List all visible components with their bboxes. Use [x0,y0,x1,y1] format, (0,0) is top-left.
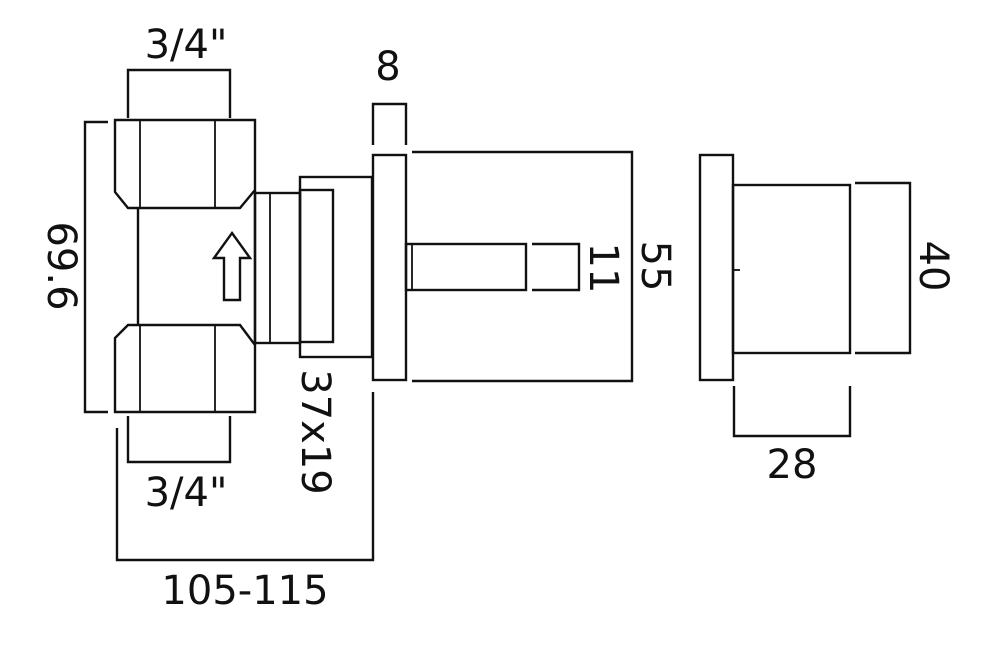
dim-plate-height: 55 [632,241,678,292]
dim-handle-depth: 28 [767,442,818,488]
flow-arrow-icon [211,230,253,302]
dim-total-depth: 105-115 [161,568,328,614]
dim-flange-thickness: 8 [375,44,400,90]
dim-valve-size: 37x19 [292,369,338,494]
valve-body [113,118,374,414]
dim-spindle: 11 [580,243,626,294]
dim-body-height: 69.6 [38,221,84,310]
handle [698,153,852,382]
dim-handle-height: 40 [910,241,956,292]
wall-plate [371,153,528,382]
dim-inlet-top: 3/4" [145,22,228,68]
dim-inlet-bottom: 3/4" [145,470,228,516]
dimension-lines [83,68,912,562]
